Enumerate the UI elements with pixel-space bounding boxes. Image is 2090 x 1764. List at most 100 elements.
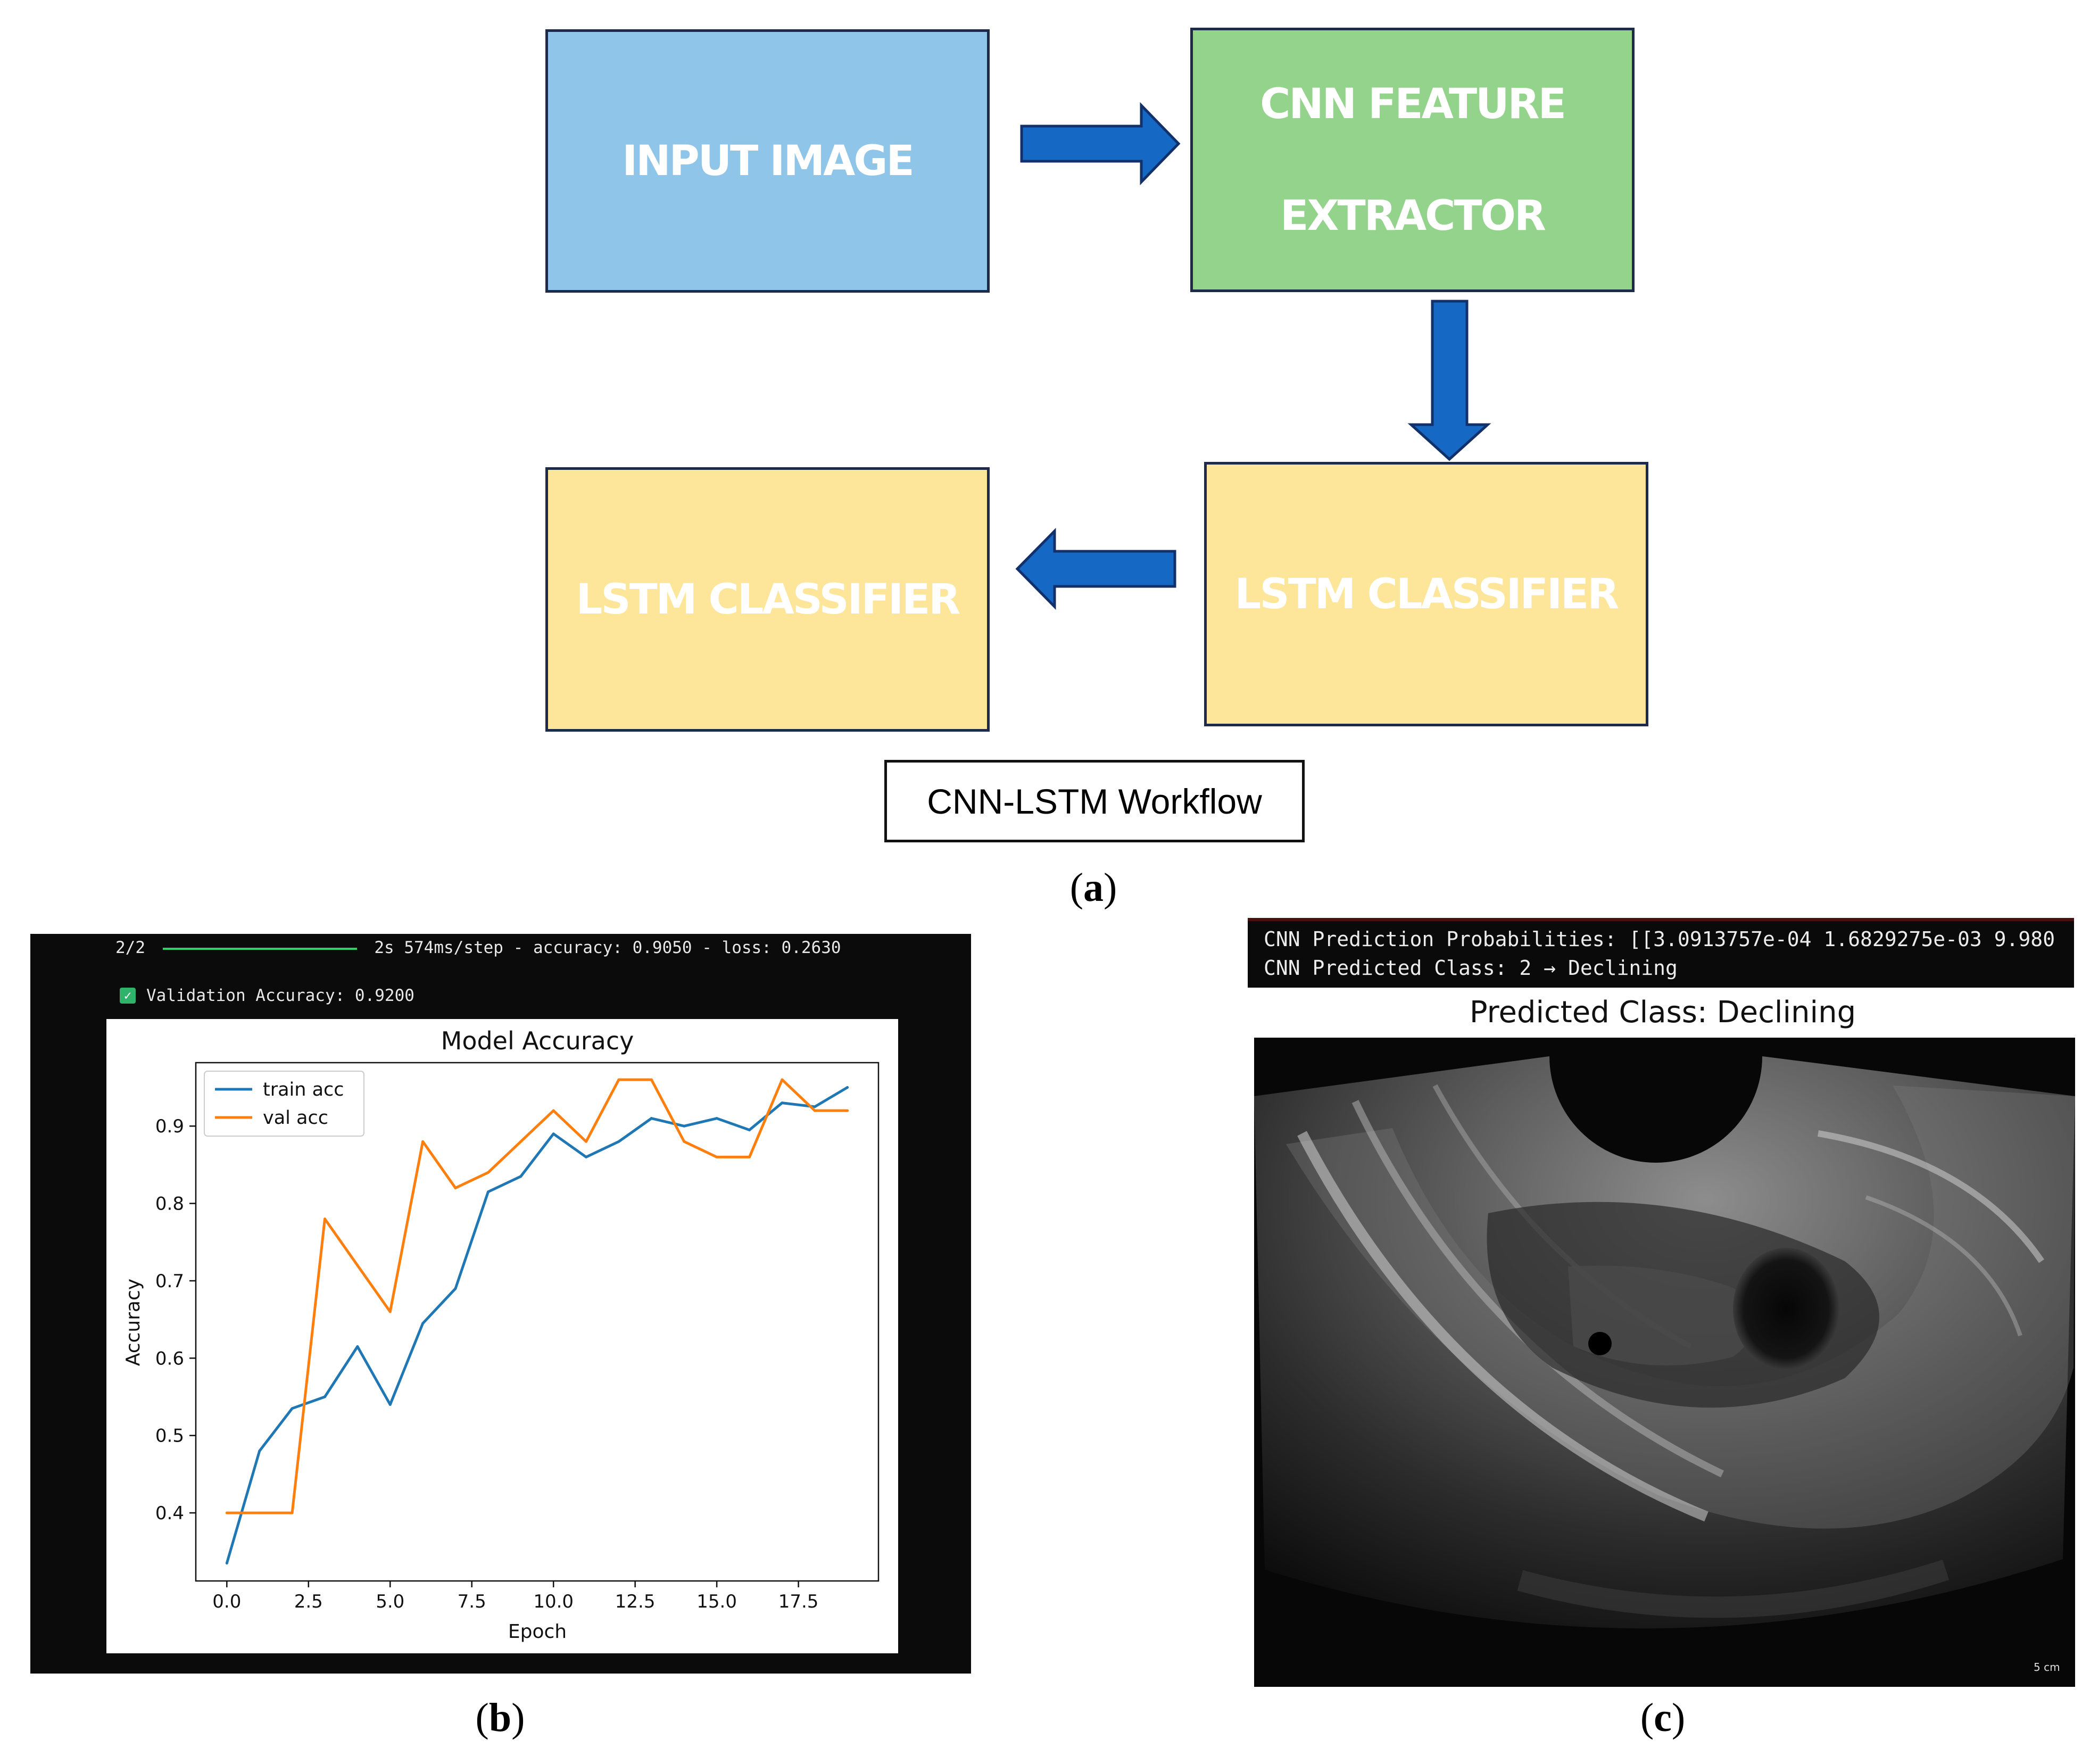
data-point-train-acc: [715, 1117, 718, 1120]
checkmark-icon: ✓: [120, 988, 136, 1004]
data-point-val-acc: [258, 1511, 261, 1514]
data-point-val-acc: [585, 1140, 588, 1143]
training-progress-line: 2/2 2s 574ms/step - accuracy: 0.9050 - l…: [115, 938, 841, 957]
panel-b-terminal: 2/2 2s 574ms/step - accuracy: 0.9050 - l…: [30, 934, 971, 1674]
data-point-train-acc: [846, 1086, 849, 1089]
data-point-val-acc: [486, 1171, 490, 1174]
lstm-classifier-box-left: LSTM CLASSIFIER: [545, 467, 990, 732]
panel-c-letter: c: [1654, 1695, 1672, 1740]
data-point-train-acc: [388, 1403, 392, 1406]
legend-val-label: val acc: [263, 1107, 328, 1129]
data-point-val-acc: [454, 1187, 457, 1190]
progress-step-count: 2/2: [115, 938, 145, 957]
panel-c-label: (c): [1640, 1695, 1686, 1740]
data-point-val-acc: [519, 1140, 522, 1143]
x-tick-label: 10.0: [533, 1591, 574, 1612]
panel-b-letter: b: [488, 1695, 512, 1740]
input-image-box: INPUT IMAGE: [545, 29, 990, 293]
prediction-probabilities-line: CNN Prediction Probabilities: [[3.091375…: [1264, 927, 2055, 951]
x-tick-label: 0.0: [212, 1591, 241, 1612]
series-line-train-acc: [225, 1086, 848, 1564]
data-point-train-acc: [585, 1155, 588, 1158]
data-point-val-acc: [552, 1109, 555, 1112]
data-point-val-acc: [781, 1078, 784, 1081]
data-point-train-acc: [781, 1102, 784, 1105]
data-point-train-acc: [356, 1345, 359, 1348]
ovarian-follicle: [1733, 1248, 1839, 1370]
data-point-train-acc: [454, 1287, 457, 1290]
predicted-class-line: CNN Predicted Class: 2 → Declining: [1264, 956, 1678, 980]
lstm-classifier-right-label: LSTM CLASSIFIER: [1234, 570, 1620, 618]
arrow-right-icon: [1020, 102, 1181, 186]
validation-accuracy-line: ✓ Validation Accuracy: 0.9200: [120, 986, 414, 1005]
data-point-train-acc: [225, 1562, 228, 1565]
input-image-label: INPUT IMAGE: [622, 137, 914, 185]
data-point-val-acc: [617, 1078, 620, 1081]
y-tick-label: 0.6: [155, 1348, 184, 1369]
lstm-classifier-box-right: LSTM CLASSIFIER: [1204, 462, 1648, 726]
data-point-train-acc: [552, 1132, 555, 1136]
lstm-classifier-left-label: LSTM CLASSIFIER: [576, 575, 961, 624]
x-tick-label: 7.5: [458, 1591, 486, 1612]
y-axis-label: Accuracy: [122, 1279, 144, 1366]
data-point-train-acc: [486, 1190, 490, 1194]
data-point-train-acc: [291, 1407, 294, 1410]
x-tick-label: 17.5: [778, 1591, 819, 1612]
data-point-train-acc: [421, 1322, 425, 1325]
data-point-train-acc: [617, 1140, 620, 1143]
data-point-val-acc: [225, 1511, 228, 1514]
data-point-train-acc: [258, 1450, 261, 1453]
validation-accuracy-text: Validation Accuracy: 0.9200: [146, 986, 414, 1005]
plot-area-frame: [195, 1062, 880, 1582]
panel-a-label: (a): [1069, 865, 1117, 910]
prediction-terminal: CNN Prediction Probabilities: [[3.091375…: [1248, 918, 2074, 988]
x-tick-label: 15.0: [696, 1591, 737, 1612]
data-point-train-acc: [683, 1124, 686, 1128]
data-point-train-acc: [813, 1105, 816, 1108]
data-point-val-acc: [388, 1310, 392, 1313]
workflow-caption-text: CNN-LSTM Workflow: [927, 781, 1262, 821]
panel-b-label: (b): [475, 1695, 525, 1740]
progress-metrics: 2s 574ms/step - accuracy: 0.9050 - loss:…: [374, 938, 841, 957]
x-axis-label: Epoch: [508, 1621, 567, 1643]
y-tick-label: 0.8: [155, 1194, 184, 1215]
chart-legend: train acc val acc: [204, 1071, 364, 1137]
data-point-val-acc: [650, 1078, 653, 1081]
data-point-val-acc: [813, 1109, 816, 1112]
cnn-feature-extractor-line1: CNN FEATURE: [1260, 80, 1566, 128]
data-point-train-acc: [519, 1175, 522, 1178]
data-point-val-acc: [683, 1140, 686, 1143]
x-tick-label: 12.5: [615, 1591, 656, 1612]
cnn-feature-extractor-line2: EXTRACTOR: [1280, 192, 1546, 240]
legend-frame: [204, 1071, 364, 1137]
data-point-train-acc: [748, 1128, 751, 1131]
data-point-val-acc: [715, 1155, 718, 1158]
ultrasound-image: 5 cm: [1254, 1038, 2075, 1687]
y-tick-label: 0.5: [155, 1426, 184, 1447]
x-tick-label: 5.0: [376, 1591, 404, 1612]
cnn-feature-extractor-box: CNN FEATURE EXTRACTOR: [1190, 28, 1635, 292]
y-tick-label: 0.4: [155, 1503, 184, 1524]
data-point-train-acc: [650, 1117, 653, 1120]
y-tick-label: 0.7: [155, 1271, 184, 1292]
arrow-left-icon: [1015, 527, 1176, 610]
workflow-arrows: [1015, 102, 1491, 610]
chart-title: Model Accuracy: [441, 1026, 634, 1055]
legend-train-label: train acc: [263, 1079, 344, 1100]
data-point-val-acc: [748, 1155, 751, 1158]
series-line-val-acc: [227, 1078, 848, 1514]
data-point-train-acc: [323, 1395, 326, 1398]
data-point-val-acc: [421, 1140, 425, 1143]
arrow-down-icon: [1407, 300, 1491, 461]
data-point-val-acc: [846, 1109, 849, 1112]
workflow-caption: CNN-LSTM Workflow: [884, 760, 1305, 842]
y-tick-label: 0.9: [155, 1116, 184, 1137]
cursor-marker: [1588, 1332, 1612, 1355]
depth-scale-marker: 5 cm: [2034, 1661, 2060, 1674]
progress-bar: [162, 947, 357, 950]
panel-a-letter: a: [1083, 865, 1104, 910]
data-point-val-acc: [356, 1264, 359, 1267]
data-point-val-acc: [323, 1218, 326, 1221]
predicted-class-title: Predicted Class: Declining: [1469, 995, 1856, 1030]
